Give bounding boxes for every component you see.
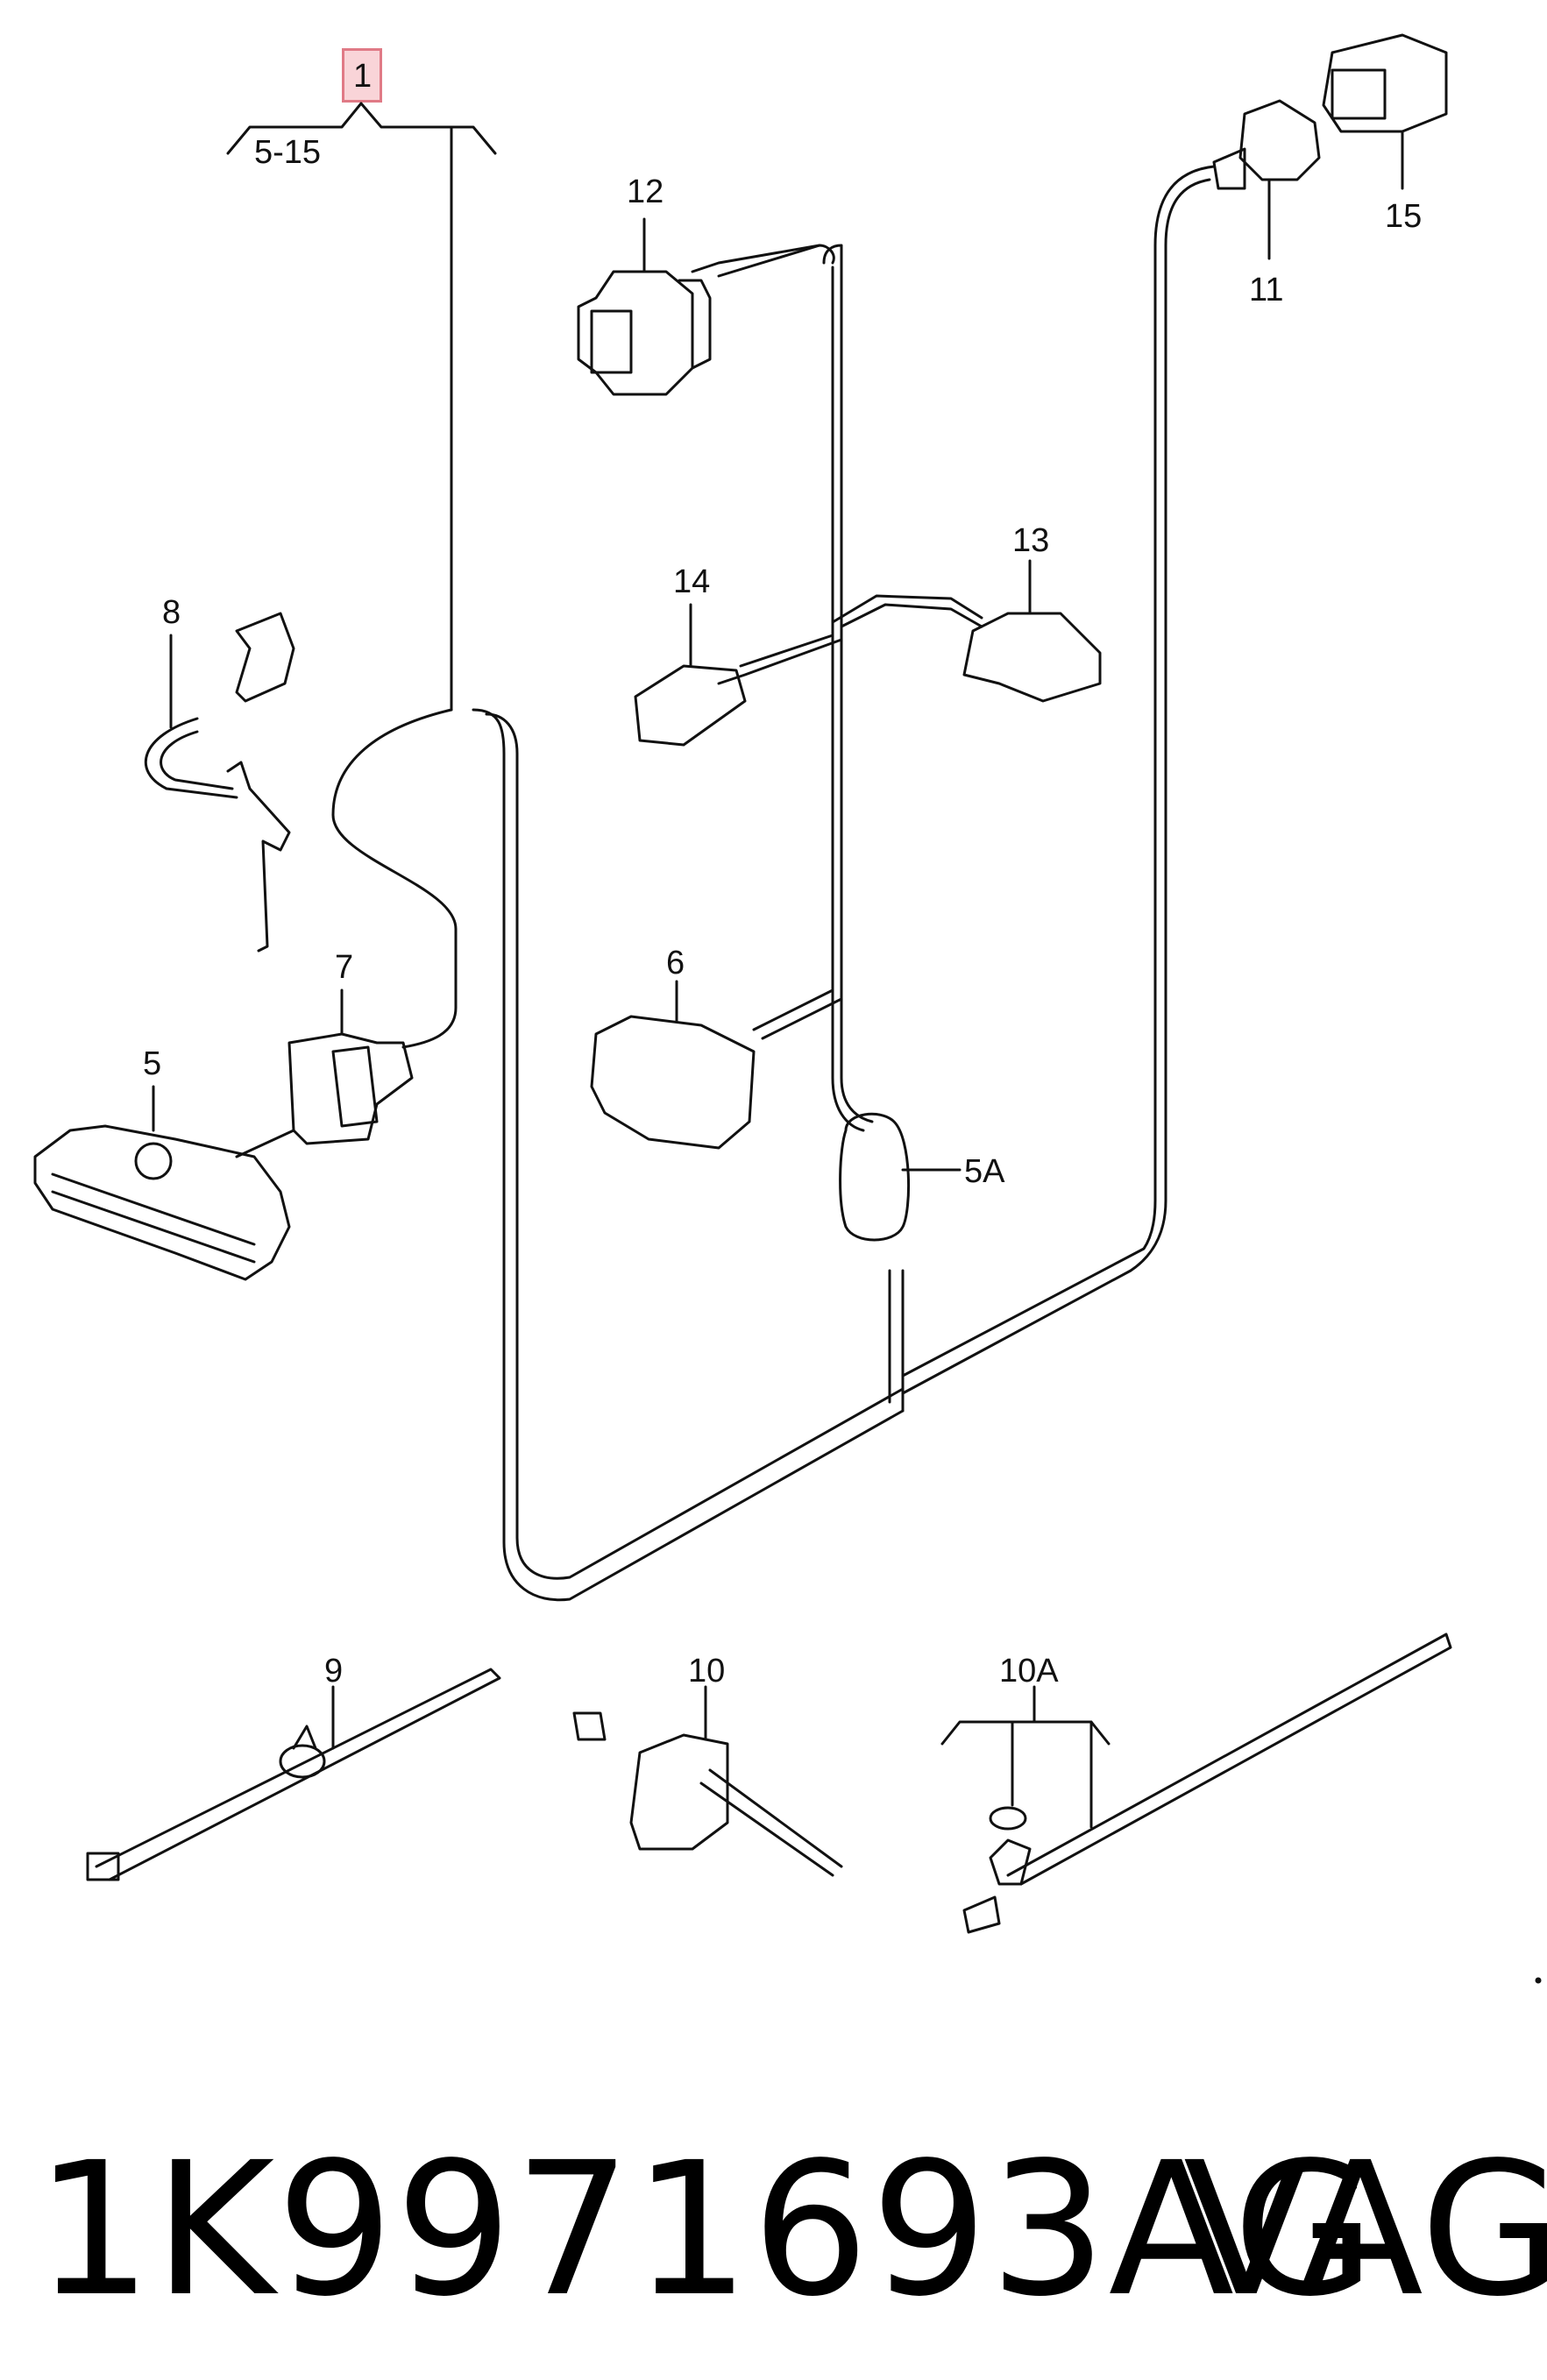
clip-8 <box>144 612 295 953</box>
connector-15 <box>1322 33 1448 190</box>
connector-12 <box>577 217 712 396</box>
clip-10 <box>572 1685 843 1877</box>
callout-12: 12 <box>627 174 664 210</box>
callout-8: 8 <box>162 594 181 631</box>
callout-9: 9 <box>324 1653 344 1689</box>
connector-14 <box>634 603 747 747</box>
bracket-1 <box>226 102 497 712</box>
callout-7: 7 <box>335 949 354 986</box>
main-harness <box>331 165 1216 1602</box>
connector-11 <box>1212 99 1321 260</box>
connector-13 <box>962 559 1102 703</box>
callout-11: 11 <box>1249 272 1284 308</box>
callout-15: 15 <box>1385 198 1423 235</box>
dot-mark <box>1535 1977 1542 1984</box>
callout-10a: 10A <box>999 1653 1059 1689</box>
callout-14: 14 <box>673 563 711 600</box>
callout-10: 10 <box>688 1653 726 1689</box>
brand-label: VAG <box>1183 2122 1547 2337</box>
grommet-7 <box>235 988 414 1158</box>
connector-5 <box>33 1085 291 1281</box>
cable-tie-9 <box>86 1668 501 1881</box>
callout-13: 13 <box>1012 522 1050 559</box>
wiring-harness-diagram <box>33 33 1542 1984</box>
connector-6 <box>590 980 756 1150</box>
callout-5: 5 <box>143 1045 162 1082</box>
part-number: 1K9971693AG <box>35 2122 1378 2337</box>
callout-1-highlight <box>342 48 382 103</box>
callout-5a: 5A <box>964 1153 1005 1190</box>
callout-5-15: 5-15 <box>254 134 322 171</box>
callout-6: 6 <box>666 945 685 981</box>
sleeve-5a <box>839 1112 962 1242</box>
cable-tie-10a <box>940 1633 1452 1934</box>
callout-1: 1 <box>353 58 373 95</box>
